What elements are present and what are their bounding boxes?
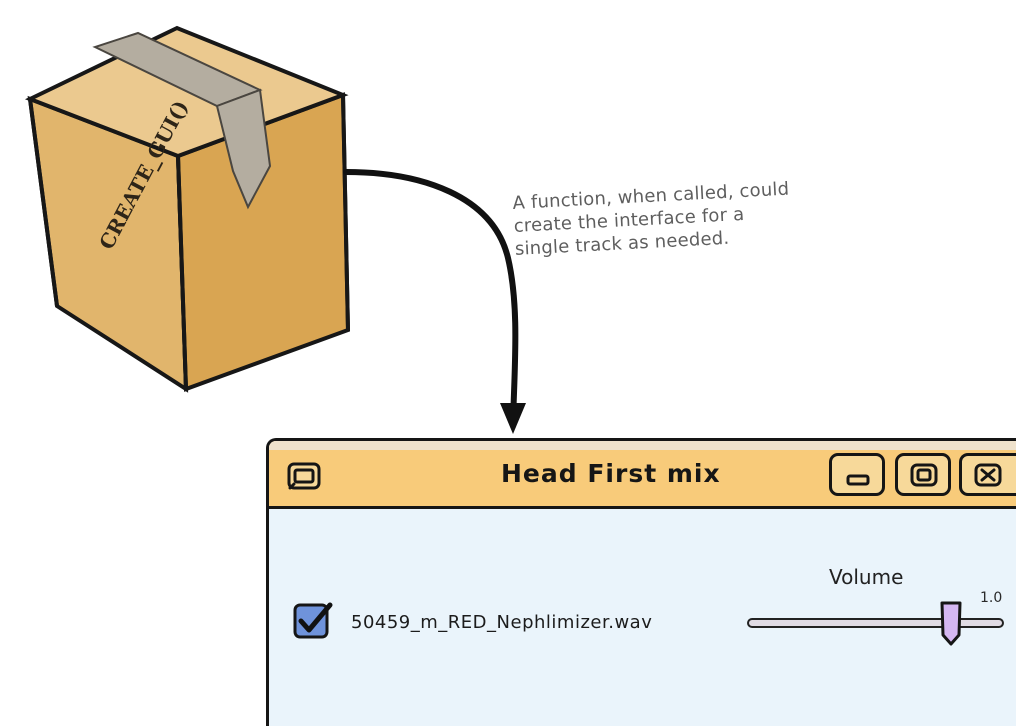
track-panel: 50459_m_RED_Nephlimizer.wav Volume 1.0 (269, 509, 1016, 726)
close-icon (970, 461, 1006, 489)
minimize-icon (840, 461, 876, 489)
window-title: Head First mix (501, 459, 721, 488)
volume-slider[interactable] (746, 597, 1011, 657)
close-button[interactable] (959, 453, 1016, 496)
track-checkbox[interactable] (293, 600, 333, 640)
window-icon (287, 462, 321, 490)
minimize-button[interactable] (829, 453, 885, 496)
volume-slider-thumb[interactable] (942, 603, 960, 644)
mixer-window: Head First mix (266, 438, 1018, 728)
maximize-button[interactable] (895, 453, 951, 496)
volume-label: Volume (829, 565, 903, 589)
maximize-icon (906, 461, 942, 489)
track-filename: 50459_m_RED_Nephlimizer.wav (351, 612, 652, 633)
volume-slider-track (748, 619, 1003, 627)
window-title-bar[interactable]: Head First mix (269, 441, 1016, 509)
window-frame: Head First mix (266, 438, 1016, 726)
